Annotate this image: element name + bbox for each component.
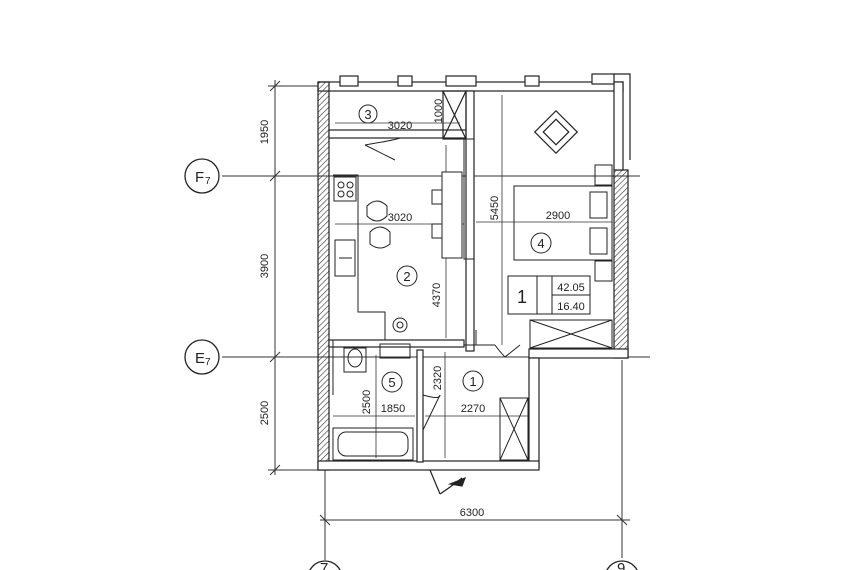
dim-left-3900: 3900 [259,254,271,278]
dim-hall-width: 2270 [461,403,485,415]
bath-fixtures [332,343,414,461]
hall-wardrobe [499,397,529,461]
axis-bubble-e7: E 7 [184,339,220,375]
area-table [507,275,591,315]
dim-hall-depth: 2320 [432,366,444,390]
entrance-door [429,469,467,495]
axis-bubble-7: 7 [309,560,341,570]
dim-bath-width: 1850 [381,403,405,415]
dim-left-1950: 1950 [259,120,271,144]
bed [513,164,613,282]
doors [332,330,521,431]
axis-e-letter: E [195,350,205,367]
armchair [533,109,579,155]
area-table-rooms: 1 [517,287,527,307]
wardrobe [529,319,613,349]
axis-9-label: 9 [617,560,625,570]
axis-e-sub: 7 [205,357,211,368]
door-room3 [364,137,401,161]
dining-table [366,171,463,259]
dim-room3-depth: 1000 [433,99,445,123]
dim-bedroom-width: 2900 [546,210,570,222]
room-3-number: 3 [364,107,371,122]
axis-7-label: 7 [320,560,328,570]
axis-bubble-f7: F 7 [184,158,220,194]
top-windows [339,73,631,160]
area-table-living: 16.40 [557,301,585,313]
dim-bath-depth: 2500 [361,390,373,414]
room-5: 5 2500 1850 [333,355,415,458]
dim-bedroom-depth: 5450 [489,196,501,220]
room-3: 3 3020 1000 [335,99,460,132]
axis-bubble-9: 9 [606,560,638,570]
room-4-number: 4 [537,236,544,251]
area-table-total: 42.05 [557,282,585,294]
axis-f-letter: F [195,169,204,186]
dim-room3-width: 3020 [388,120,412,132]
dim-bottom-6300: 6300 [460,507,484,519]
room-5-number: 5 [388,375,395,390]
room-2-number: 2 [403,269,410,284]
bottom-dimension [319,514,630,526]
dim-kitchen-width: 3020 [388,212,412,224]
room-1-number: 1 [469,374,476,389]
dim-kitchen-depth: 4370 [431,283,443,307]
kitchen-counter [333,174,408,340]
room-1: 1 2320 2270 [425,352,528,458]
shaft-hall [463,138,475,260]
axis-f-sub: 7 [205,176,211,187]
room-4: 4 2900 5450 [476,95,612,345]
dim-left-2500: 2500 [259,401,271,425]
